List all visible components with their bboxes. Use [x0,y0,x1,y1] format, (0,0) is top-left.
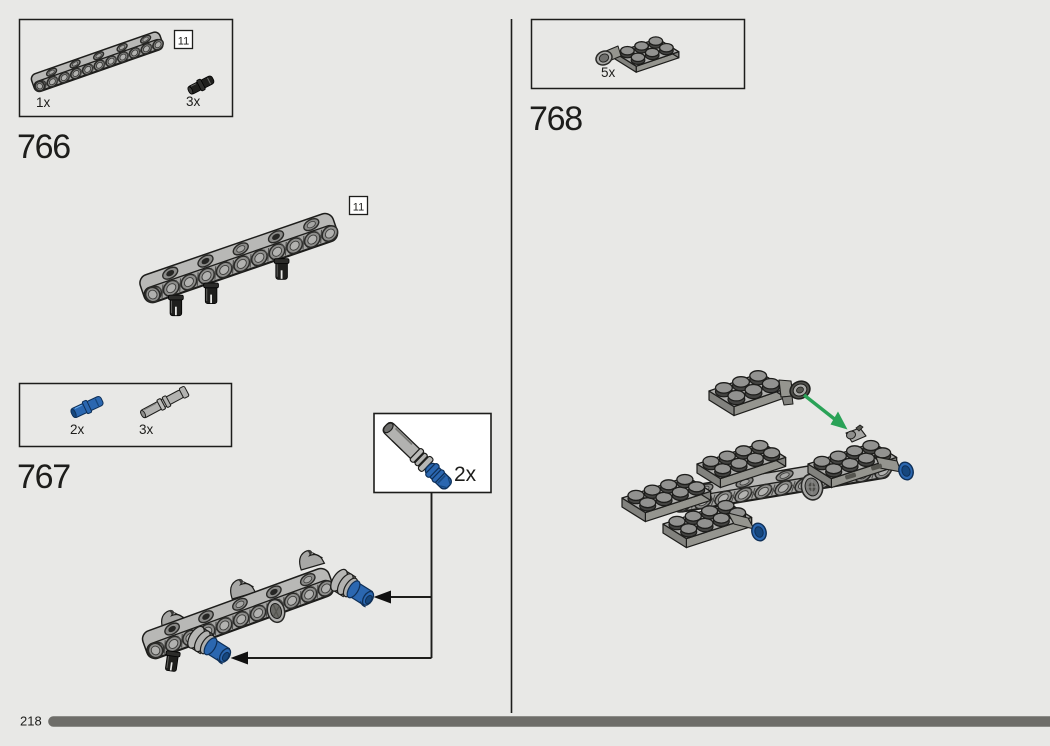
svg-text:3x: 3x [139,422,154,437]
svg-text:5x: 5x [601,65,616,80]
svg-text:768: 768 [529,100,582,138]
svg-text:766: 766 [17,128,70,166]
svg-text:2x: 2x [454,463,477,486]
svg-text:11: 11 [178,36,189,48]
svg-text:11: 11 [353,202,364,214]
svg-text:3x: 3x [186,94,201,109]
svg-text:2x: 2x [70,422,85,437]
svg-text:218: 218 [20,714,42,729]
svg-text:767: 767 [17,458,70,496]
svg-text:1x: 1x [36,95,51,110]
